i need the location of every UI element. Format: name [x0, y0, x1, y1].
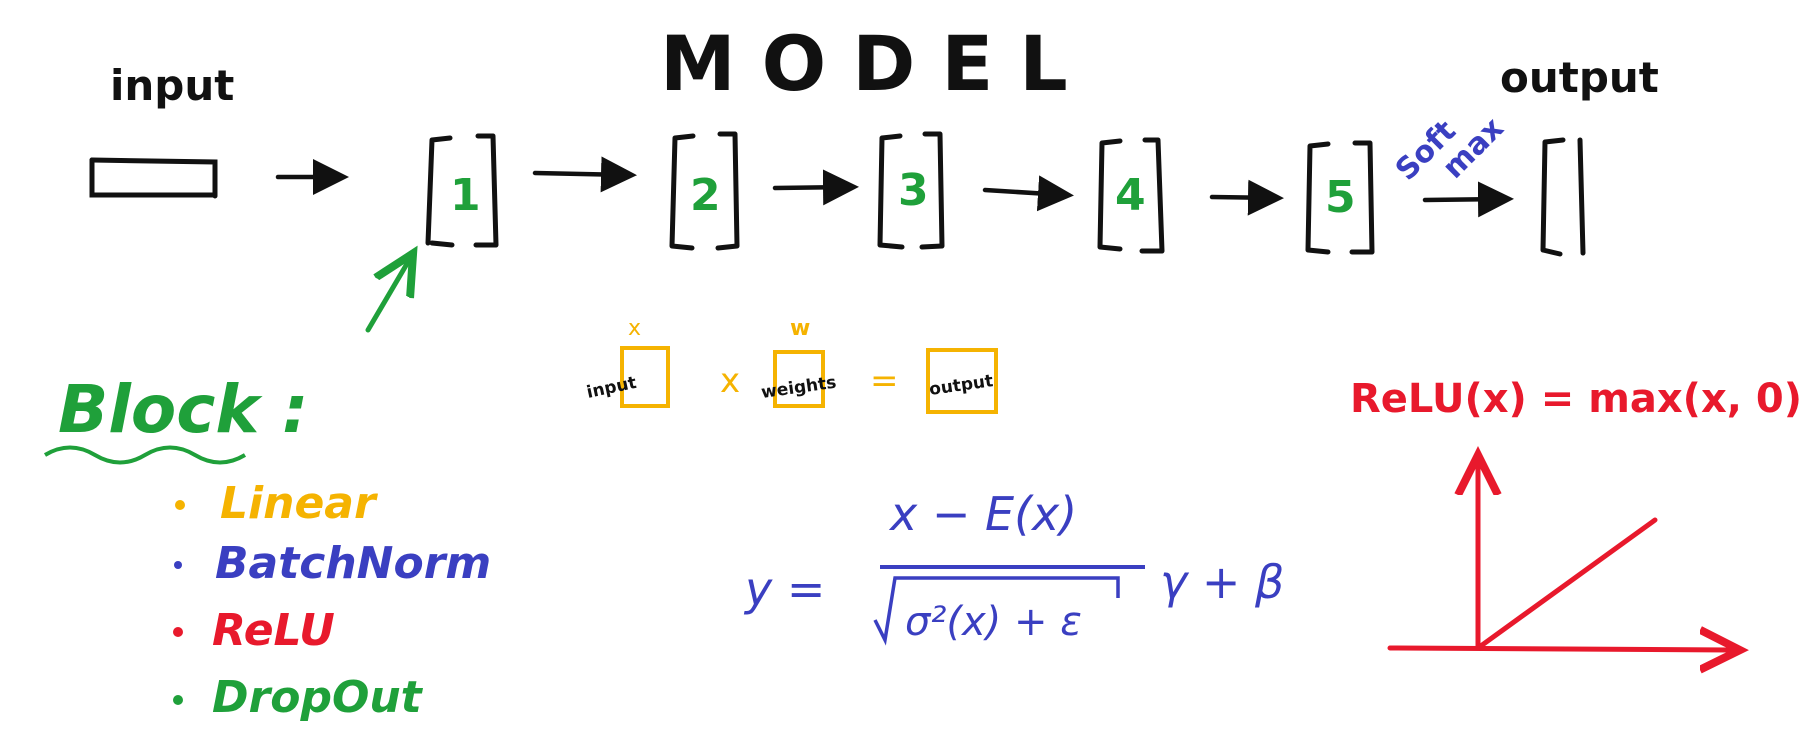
- arrow-2-to-3: [772, 169, 859, 206]
- relu-formula: ReLU(x) = max(x, 0): [1350, 376, 1802, 422]
- bullet-dot-relu: [173, 627, 183, 637]
- bullet-dot-dropout: [173, 695, 183, 705]
- bn-tail: γ + β: [1160, 555, 1284, 609]
- layer-boxes: [425, 131, 1586, 257]
- layer-2-number: 2: [690, 170, 721, 221]
- bn-lhs: y =: [743, 562, 825, 616]
- list-item-batchnorm: BatchNorm: [215, 538, 491, 589]
- bn-numerator: x − E(x): [888, 487, 1077, 541]
- arrow-1-to-2: [532, 156, 637, 193]
- block-pointer-arrow: [365, 262, 408, 333]
- layer-4-number: 4: [1115, 170, 1146, 221]
- block-colon: :: [282, 371, 308, 448]
- times-symbol: x: [720, 361, 740, 401]
- list-item-relu: ReLU: [212, 605, 335, 656]
- block-list: Linear BatchNorm ReLU DropOut: [173, 478, 491, 723]
- bn-denominator: σ²(x) + ε: [905, 599, 1082, 645]
- list-item-dropout: DropOut: [212, 672, 424, 723]
- page-title: MODEL: [660, 19, 1094, 108]
- input-box-label: input: [585, 373, 638, 403]
- relu-x-axis: [1387, 648, 1730, 650]
- weights-box: [773, 350, 825, 408]
- bullet-dot-linear: [175, 500, 185, 510]
- linear-diagram: x w input x weights = output: [585, 316, 998, 414]
- layer-1-number: 1: [450, 170, 481, 221]
- arrow-3-to-4: [982, 175, 1074, 212]
- relu-curve: [1475, 517, 1658, 651]
- equals-symbol: =: [870, 361, 899, 401]
- relu-graph: [1387, 465, 1730, 651]
- bullet-dot-batchnorm: [174, 561, 182, 569]
- weights-box-label: weights: [760, 373, 838, 403]
- arrow-4-to-5: [1209, 179, 1284, 216]
- block-heading: Block: [58, 371, 263, 448]
- list-item-linear: Linear: [220, 478, 378, 529]
- x-symbol: x: [628, 316, 641, 341]
- input-box: [620, 346, 670, 408]
- arrow-5-to-output: [1422, 181, 1514, 218]
- flow-arrows: [275, 156, 1514, 218]
- bn-sqrt-sign: [873, 576, 1120, 646]
- output-box: [926, 348, 998, 414]
- block-underline: [43, 445, 247, 465]
- input-label: input: [110, 61, 234, 110]
- output-box-label: output: [928, 371, 994, 400]
- layer-5-number: 5: [1325, 172, 1356, 223]
- layer-3-number: 3: [898, 165, 929, 216]
- input-vector: [89, 157, 218, 199]
- batchnorm-formula: y = x − E(x) σ²(x) + ε γ + β: [743, 487, 1284, 646]
- output-label: output: [1500, 53, 1659, 102]
- w-symbol: w: [790, 316, 810, 341]
